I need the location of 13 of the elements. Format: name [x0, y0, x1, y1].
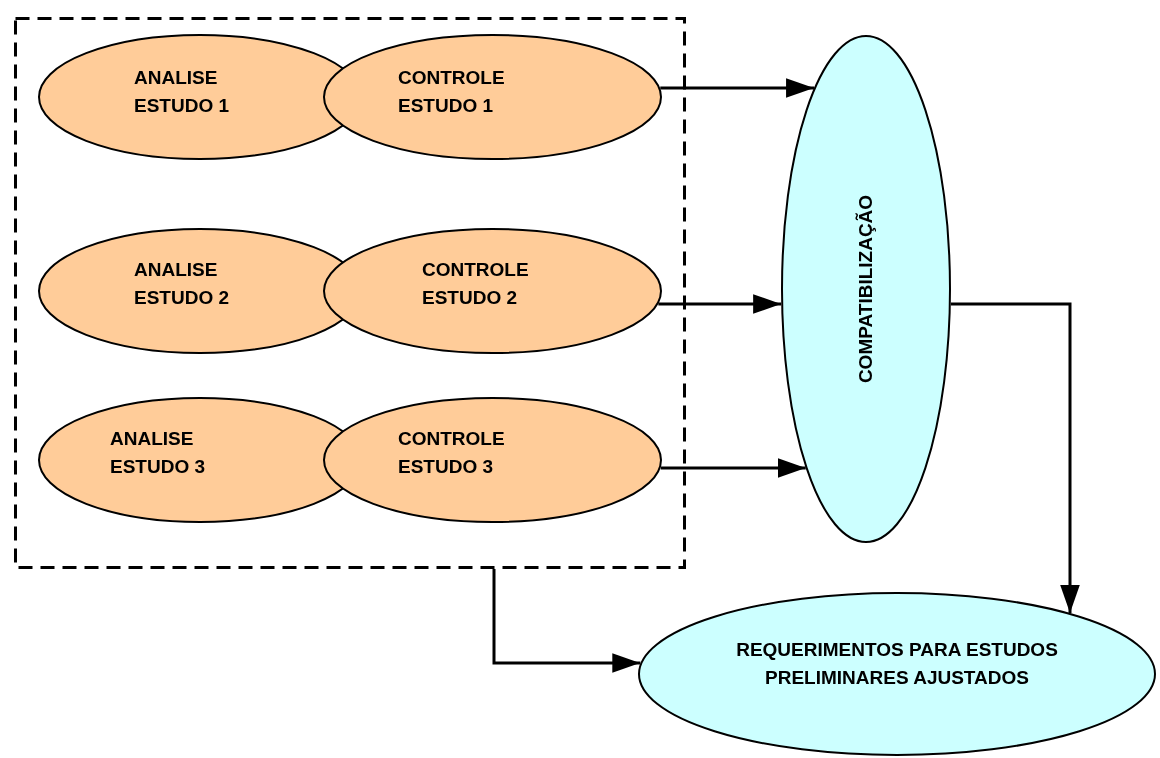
arrow: [660, 78, 815, 98]
arrow: [492, 569, 641, 673]
node-label: ANALISE ESTUDO 2: [134, 258, 231, 310]
arrow: [660, 458, 806, 478]
node-label: CONTROLE ESTUDO 1: [398, 66, 506, 118]
arrow: [658, 294, 782, 314]
node-label: COMPATIBILIZAÇÃO: [854, 194, 877, 384]
node-label: ANALISE ESTUDO 1: [134, 66, 231, 118]
node-label: CONTROLE ESTUDO 2: [422, 258, 530, 310]
node-label: CONTROLE ESTUDO 3: [398, 427, 506, 479]
arrow: [950, 302, 1080, 613]
node-label: ANALISE ESTUDO 3: [110, 427, 207, 479]
node-label: REQUERIMENTOS PARA ESTUDOS PRELIMINARES AJUSTADOS: [735, 638, 1059, 690]
